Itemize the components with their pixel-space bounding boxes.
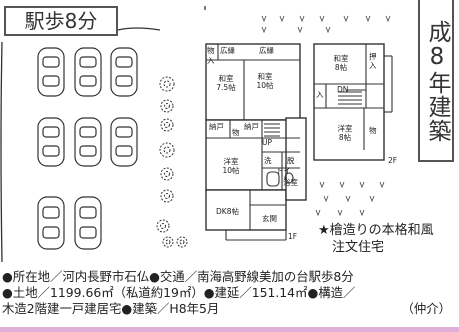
label-washitsu-2: 和室 (257, 72, 273, 81)
label-dk: DK8帖 (216, 207, 239, 216)
label-engawa-2: 広縁 (259, 46, 274, 55)
label-nando-2: 納戸 (244, 122, 259, 131)
label-washitsu-2f-size: 8帖 (334, 63, 348, 72)
label-monooki-2f: 物 (369, 126, 377, 135)
info-line-3: 木造2階建一戸建居宅●建築／H8年5月 (2, 301, 220, 316)
site-plan-drawing (0, 6, 393, 263)
label-sen: 洗 (264, 156, 272, 165)
label-ire-2f: 入 (316, 90, 324, 99)
label-up: UP (262, 138, 273, 147)
agent-type: （仲介） (401, 301, 451, 316)
label-youshitsu-2f: 洋室 (337, 124, 353, 133)
site-plan: 物 広縁 広縁 入 和室 7.5帖 和室 10帖 納戸 物 納戸 UP 洋室 1… (0, 0, 458, 263)
label-toilet: トイ (276, 166, 291, 175)
info-line-2: ●土地／1199.66㎡（私道約19㎡）●建延／151.14㎡●構造／ (2, 285, 356, 300)
feature-caption-line2: 注文住宅 (332, 240, 385, 255)
label-washitsu-2-size: 10帖 (256, 81, 274, 90)
label-youshitsu-1f: 洋室 (223, 157, 239, 166)
label-oshiire: 押入 (369, 52, 377, 70)
grass-marks (261, 15, 391, 217)
property-info: ●所在地／河内長野市石仏●交通／南海高野線美加の台駅歩8分 ●土地／1199.6… (0, 268, 459, 332)
label-youshitsu-1f-size: 10帖 (222, 166, 240, 175)
label-datsu: 脱 (287, 156, 295, 165)
label-engawa-1: 広縁 (220, 46, 235, 55)
label-washitsu-2f: 和室 (333, 54, 349, 63)
floor-1-plan (205, 43, 307, 231)
bottom-accent-bar (0, 327, 459, 332)
built-year-badge: 成8年建築 (418, 0, 454, 162)
label-dn: DN (337, 85, 349, 94)
label-washitsu-1-size: 7.5帖 (216, 83, 236, 92)
label-monooki-2: 物 (232, 128, 240, 137)
station-walk-badge: 駅歩8分 (4, 6, 118, 36)
label-nando-1: 納戸 (209, 122, 224, 131)
feature-caption: ★檜造りの本格和風 注文住宅 (318, 222, 458, 256)
label-1f: 1F (288, 232, 298, 241)
label-washitsu-1: 和室 (218, 74, 234, 83)
label-furo: 浴室 (283, 178, 298, 187)
label-youshitsu-2f-size: 8帖 (338, 133, 352, 142)
feature-caption-line1: ★檜造りの本格和風 (318, 223, 434, 238)
label-genkan: 玄関 (262, 214, 277, 223)
label-ire-1f: 入 (207, 56, 215, 65)
info-line-1: ●所在地／河内長野市石仏●交通／南海高野線美加の台駅歩8分 (2, 269, 354, 284)
garden-shrubs (156, 76, 188, 248)
label-monooki-1: 物 (207, 46, 215, 55)
parking-cars (37, 47, 138, 250)
label-2f: 2F (388, 156, 398, 165)
